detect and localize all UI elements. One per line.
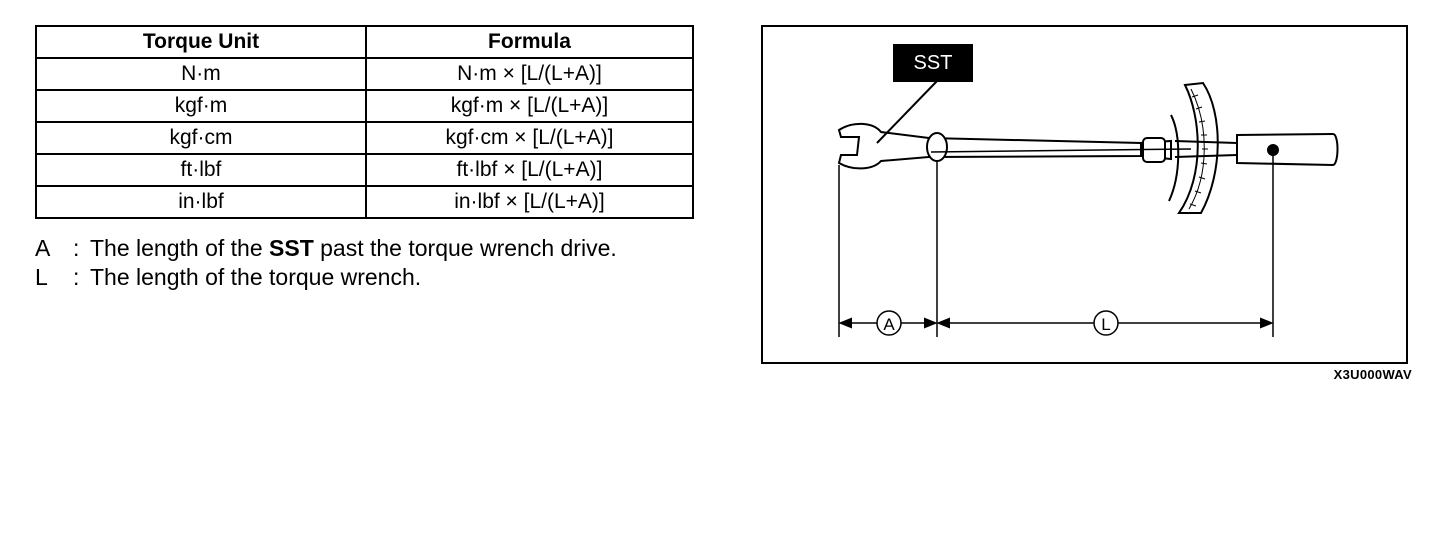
note-l-colon: : [73,264,80,290]
note-a: A : The length of the SST past the torqu… [35,234,715,263]
note-a-text: The length of the SST past the torque wr… [90,234,617,263]
table-row: kgf·m kgf·m × [L/(L+A)] [35,89,695,123]
cell-formula: N·m × [L/(L+A)] [364,57,695,91]
figure-frame [761,25,1408,364]
cell-unit: N·m [35,57,367,91]
column-header-formula: Formula [364,25,695,59]
dimension-a-label: A [883,315,895,334]
pointer-needle [930,148,1192,153]
cell-unit: kgf·cm [35,121,367,155]
cell-unit: in·lbf [35,185,367,219]
note-a-key: A [35,235,51,261]
cell-unit: kgf·m [35,89,367,123]
note-a-text-bold: SST [269,235,314,261]
cell-formula: ft·lbf × [L/(L+A)] [364,153,695,187]
cell-formula: kgf·m × [L/(L+A)] [364,89,695,123]
table-row: kgf·cm kgf·cm × [L/(L+A)] [35,121,695,155]
sst-label-box: SST [893,44,973,82]
torque-wrench-illustration: A L [837,80,1339,337]
cell-formula: kgf·cm × [L/(L+A)] [364,121,695,155]
sst-joint [926,132,948,162]
handle-pivot-dot [1267,144,1279,156]
figure-code: X3U000WAV [1333,367,1412,382]
sst-leader-line [876,80,938,144]
table-row: in·lbf in·lbf × [L/(L+A)] [35,185,695,219]
note-l-text: The length of the torque wrench. [90,264,422,290]
table-row: ft·lbf ft·lbf × [L/(L+A)] [35,153,695,187]
dimension-a-circle [876,310,902,336]
dimension-l-circle [1093,310,1119,336]
legend-notes: A : The length of the SST past the torqu… [35,234,715,292]
wrench-handle-icon [1236,132,1339,167]
table-header-row: Torque Unit Formula [35,25,695,59]
dimension-l-label: L [1101,315,1110,334]
table-row: N·m N·m × [L/(L+A)] [35,57,695,91]
note-l-key: L [35,264,48,290]
cell-unit: ft·lbf [35,153,367,187]
dial-scale-icon [1177,81,1219,214]
column-header-torque-unit: Torque Unit [35,25,367,59]
note-a-text-post: past the torque wrench drive. [313,235,617,261]
sst-shaft [928,137,1142,158]
cell-formula: in·lbf × [L/(L+A)] [364,185,695,219]
torque-formula-table: Torque Unit Formula N·m N·m × [L/(L+A)] … [35,25,695,219]
note-a-colon: : [73,235,80,261]
note-l: L : The length of the torque wrench. [35,263,715,292]
wrench-head-icon [837,122,930,170]
note-a-text-pre: The length of the [90,235,270,261]
